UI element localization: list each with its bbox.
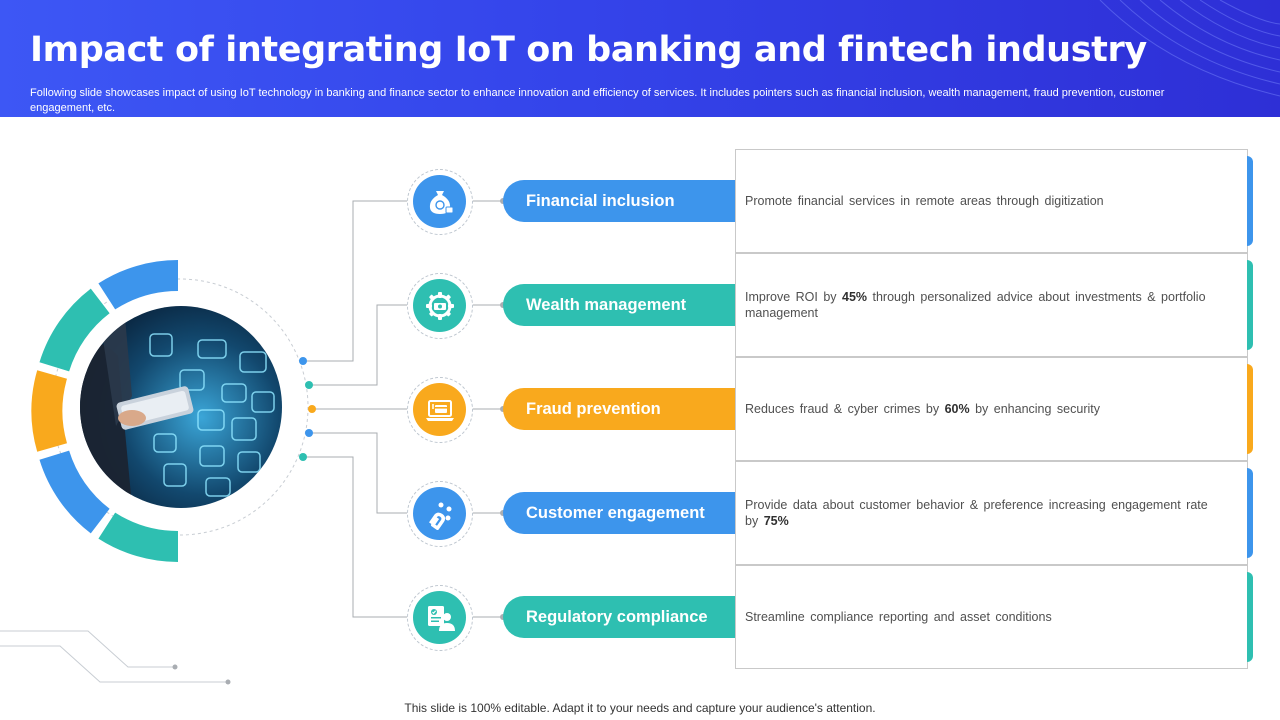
icon-ring-customer-engagement: [407, 481, 473, 547]
desc-text: Provide data about customer behavior & p…: [745, 498, 1208, 528]
laptop-card-icon: [425, 399, 454, 421]
page-subtitle: Following slide showcases impact of usin…: [30, 87, 1165, 114]
icon-ring-financial-inclusion: [407, 169, 473, 235]
compliance-document-icon: [427, 605, 455, 631]
pill-customer-engagement: Customer engagement: [503, 492, 735, 534]
desc-wealth-management: Improve ROI by 45% through personalized …: [735, 253, 1248, 357]
magnet-people-icon: [428, 502, 451, 530]
icon-ring-wealth-management: [407, 273, 473, 339]
desc-text: Reduces fraud & cyber crimes by 60% by e…: [745, 402, 1100, 416]
gear-money-icon: [425, 291, 454, 320]
header-banner: Impact of integrating IoT on banking and…: [0, 0, 1280, 117]
desc-financial-inclusion: Promote financial services in remote are…: [735, 149, 1248, 253]
decorative-lines: [1099, 0, 1280, 97]
money-bag-icon: [429, 190, 453, 214]
accent-bar: [1247, 260, 1253, 350]
accent-bar: [1247, 468, 1253, 558]
footer-note: This slide is 100% editable. Adapt it to…: [404, 701, 876, 715]
icon-ring-fraud-prevention: [407, 377, 473, 443]
page-title: Impact of integrating IoT on banking and…: [30, 30, 1147, 70]
accent-bar: [1247, 364, 1253, 454]
pill-fraud-prevention: Fraud prevention: [503, 388, 735, 430]
desc-customer-engagement: Provide data about customer behavior & p…: [735, 461, 1248, 565]
desc-text: Promote financial services in remote are…: [745, 194, 1104, 208]
pill-wealth-management: Wealth management: [503, 284, 735, 326]
desc-regulatory-compliance: Streamline compliance reporting and asse…: [735, 565, 1248, 669]
iot-banking-photo: [80, 306, 282, 508]
accent-bar: [1247, 572, 1253, 662]
desc-text: Improve ROI by 45% through personalized …: [745, 290, 1206, 320]
desc-text: Streamline compliance reporting and asse…: [745, 610, 1052, 624]
accent-bar: [1247, 156, 1253, 246]
pill-financial-inclusion: Financial inclusion: [503, 180, 735, 222]
icon-ring-regulatory-compliance: [407, 585, 473, 651]
pill-regulatory-compliance: Regulatory compliance: [503, 596, 735, 638]
desc-fraud-prevention: Reduces fraud & cyber crimes by 60% by e…: [735, 357, 1248, 461]
